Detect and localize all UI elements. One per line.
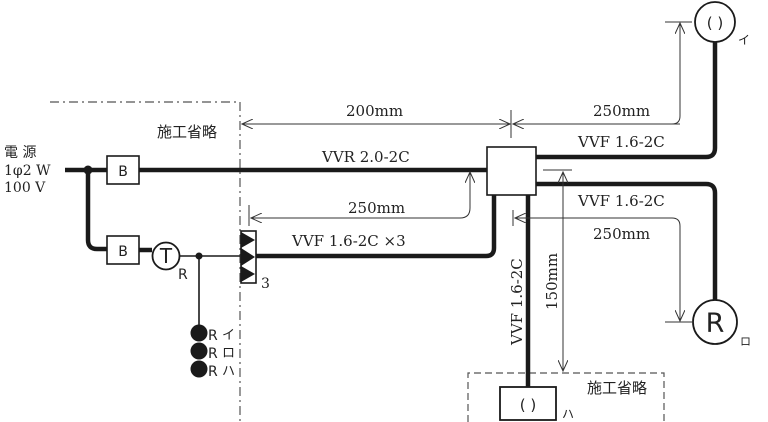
svg-text:R: R	[208, 328, 218, 344]
cable-label-switch-run: VVF 1.6-2C ×3	[291, 232, 406, 250]
switch-run-cable	[256, 195, 497, 259]
svg-text:イ: イ	[222, 328, 235, 343]
omitted-work-label-bottom: 施工省略	[587, 379, 647, 397]
cable-to-ro	[536, 181, 718, 300]
svg-text:ロ: ロ	[222, 346, 235, 361]
remote-switch-terminal: 3	[240, 230, 270, 292]
power-source-label: 電 源 1φ2 W 100 V	[4, 145, 51, 196]
svg-text:T: T	[159, 244, 173, 268]
cable-label-to-ha: VVF 1.6-2C	[508, 258, 526, 346]
svg-text:R: R	[178, 267, 188, 283]
svg-text:R: R	[208, 364, 218, 380]
svg-text:R: R	[208, 346, 218, 362]
svg-text:イ: イ	[738, 33, 750, 47]
fixture-i: ( ) イ	[694, 1, 750, 47]
cable-label-main: VVR 2.0-2C	[321, 148, 410, 166]
dimension-200mm: 200mm	[346, 102, 403, 120]
dimension-to-i: 250mm	[593, 102, 650, 120]
omitted-work-boundary-bottom	[467, 372, 665, 422]
svg-text:B: B	[118, 164, 128, 180]
junction-box	[486, 146, 537, 196]
svg-text:B: B	[118, 244, 128, 260]
cable-to-i	[536, 42, 718, 160]
svg-text:1φ2 W: 1φ2 W	[4, 163, 51, 179]
svg-text:R: R	[706, 308, 725, 339]
svg-text:ハ: ハ	[562, 407, 574, 421]
fixture-ha: ( ) ハ	[499, 386, 574, 421]
remote-switch-group: R R R イ ロ ハ	[190, 324, 235, 380]
svg-text:100 V: 100 V	[4, 180, 46, 196]
svg-text:( ): ( )	[707, 14, 723, 32]
omitted-work-boundary-left	[50, 101, 241, 422]
dimension-switch-run: 250mm	[348, 199, 405, 217]
branch-cable	[85, 170, 107, 252]
breaker-1: B	[106, 155, 140, 185]
svg-text:ハ: ハ	[222, 364, 235, 379]
svg-text:ロ: ロ	[740, 335, 751, 348]
cable-label-to-i: VVF 1.6-2C	[577, 133, 665, 151]
breaker-2: B	[106, 235, 140, 265]
dimension-to-ha: 150mm	[543, 253, 561, 310]
svg-text:電 源: 電 源	[4, 145, 36, 161]
timer-switch: T R	[151, 241, 188, 283]
omitted-work-label-left: 施工省略	[157, 123, 217, 141]
svg-text:( ): ( )	[520, 396, 536, 414]
cable-label-to-ro: VVF 1.6-2C	[577, 192, 665, 210]
dimension-lines	[242, 21, 692, 371]
dimension-to-ro: 250mm	[593, 225, 650, 243]
fixture-ro: R ロ	[692, 299, 751, 348]
svg-text:3: 3	[261, 276, 270, 292]
